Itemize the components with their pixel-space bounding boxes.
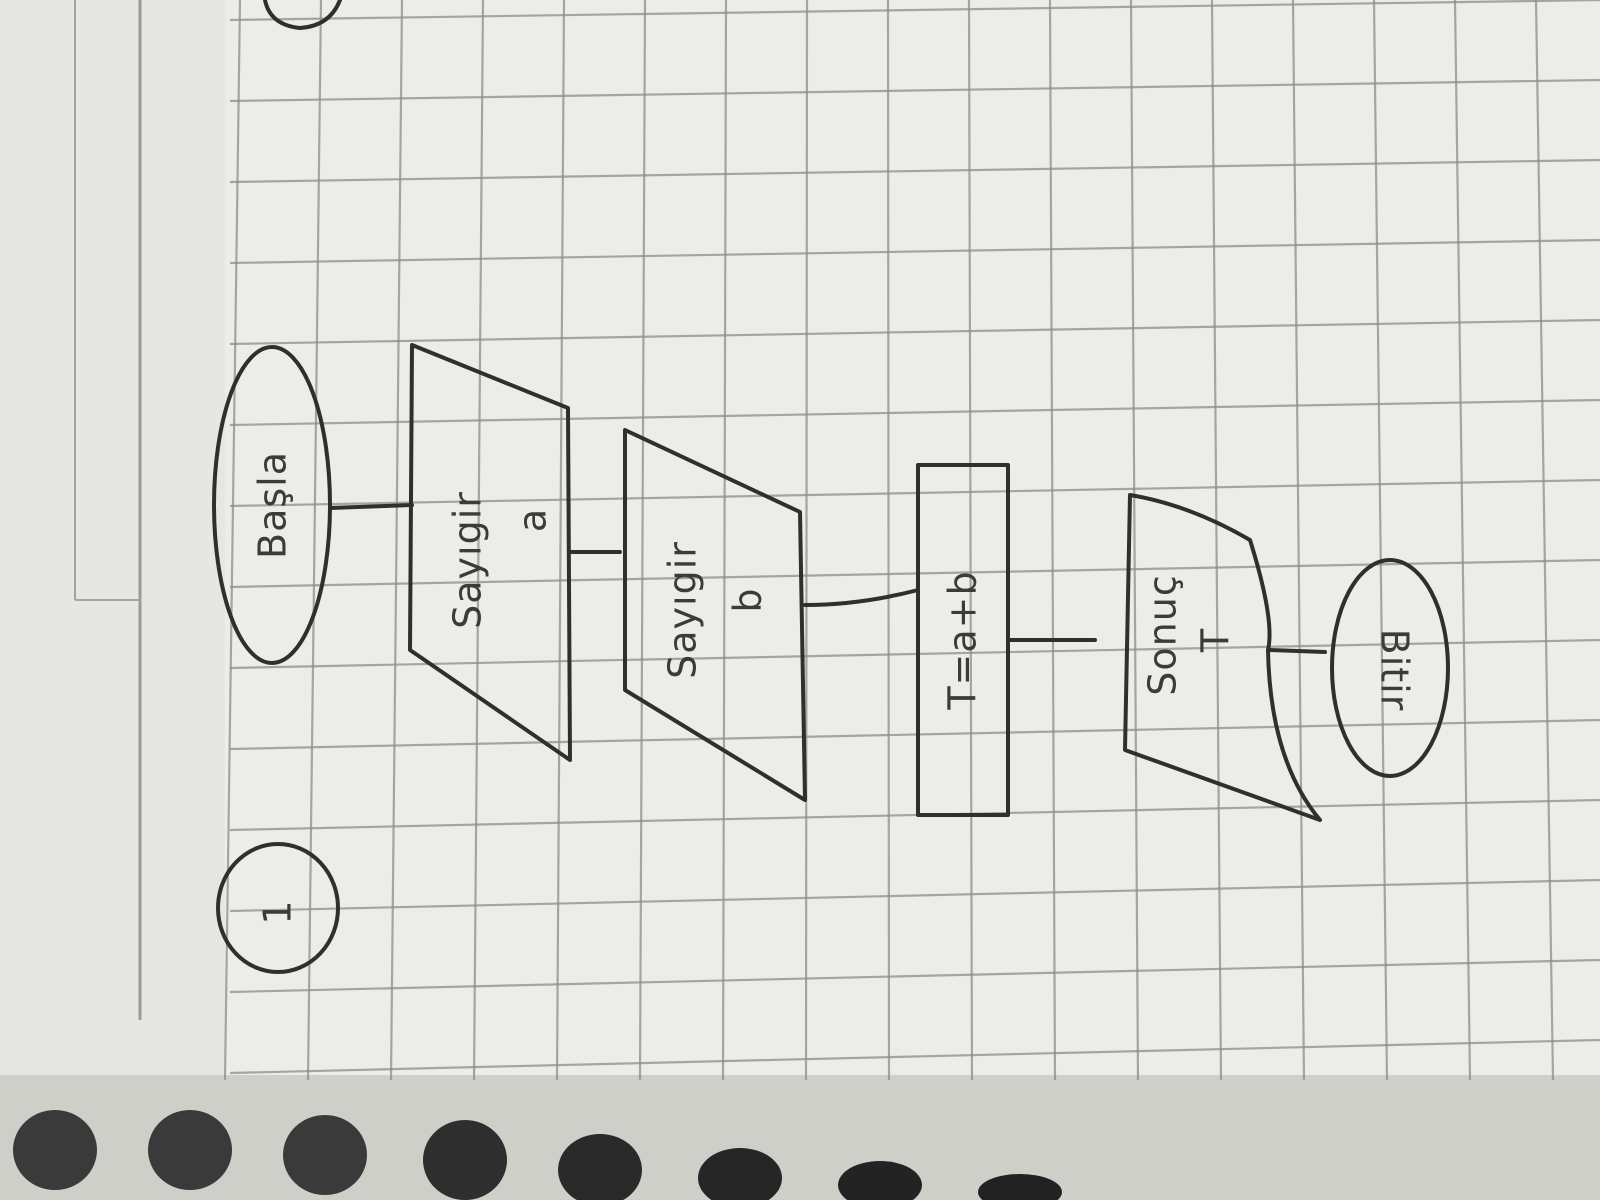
grid-line-vertical [1453, 0, 1472, 1081]
input-a-line2: a [511, 508, 555, 532]
input-b: Sayıgir b [623, 428, 807, 802]
output-line2: T [1194, 628, 1238, 653]
start-label: Başla [251, 451, 295, 559]
grid-line-vertical [1129, 0, 1140, 1081]
grid-line-vertical [638, 0, 647, 1081]
grid-line-vertical [1534, 0, 1555, 1081]
grid-lines [223, 0, 1600, 1081]
spiral-ring [558, 1134, 642, 1200]
grid-line-horizontal [229, 878, 1600, 913]
spiral-ring [978, 1174, 1062, 1200]
grid-line-horizontal [229, 638, 1600, 670]
paper-sheet [225, 0, 1600, 1090]
grid-line-horizontal [229, 478, 1600, 508]
process-sum: T=a+b [916, 463, 1010, 817]
connector [1268, 648, 1327, 654]
input-b-line1: Sayıgir [661, 541, 705, 679]
spiral-ring [283, 1115, 367, 1195]
spiral-ring [698, 1148, 782, 1200]
grid-line-vertical [1291, 0, 1306, 1081]
grid-line-horizontal [229, 78, 1600, 103]
spiral-binding [13, 1110, 1062, 1200]
grid-line-horizontal [229, 0, 1600, 22]
grid-line-horizontal [229, 798, 1600, 832]
grid-line-vertical [472, 0, 485, 1081]
start-oval [212, 345, 332, 665]
spiral-shadow-strip [0, 1075, 1600, 1200]
input-a-line1: Sayıgir [446, 491, 490, 629]
grid-line-horizontal [229, 718, 1600, 751]
grid-line-vertical [1210, 0, 1223, 1081]
grid-line-horizontal [229, 398, 1600, 427]
problem-number-marker: 1 [216, 842, 340, 974]
grid-line-vertical [967, 0, 974, 1081]
grid-line-horizontal [229, 158, 1600, 184]
output-line1: Sonuç [1141, 574, 1185, 695]
connector [328, 503, 414, 510]
grid-line-vertical [886, 0, 891, 1081]
input-a-shape [408, 343, 572, 762]
output-shape [1123, 493, 1322, 822]
problem-number: 1 [256, 899, 300, 924]
number-circle [216, 842, 340, 974]
grid-line-vertical [555, 0, 566, 1081]
spiral-ring [148, 1110, 232, 1190]
grid-line-horizontal [229, 1038, 1600, 1075]
start-terminal: Başla [212, 345, 332, 665]
process-label: T=a+b [941, 570, 985, 710]
connector [803, 588, 920, 607]
spiral-ring [13, 1110, 97, 1190]
grid-line-vertical [1048, 0, 1057, 1081]
spiral-ring [423, 1120, 507, 1200]
output-result: Sonuç T [1123, 493, 1322, 822]
grid-line-horizontal [229, 958, 1600, 994]
input-b-shape [623, 428, 807, 802]
end-label: Bitir [1373, 629, 1417, 712]
grid-line-horizontal [229, 238, 1600, 265]
grid-line-horizontal [229, 318, 1600, 346]
input-b-line2: b [726, 587, 770, 612]
spiral-ring [838, 1161, 922, 1200]
grid-line-vertical [804, 0, 809, 1081]
end-oval [1330, 558, 1450, 778]
grid-line-vertical [223, 0, 242, 1081]
end-terminal: Bitir [1330, 558, 1450, 778]
partial-circle [263, 0, 342, 30]
grid-line-vertical [1372, 0, 1389, 1081]
input-a: Sayıgir a [408, 343, 572, 762]
